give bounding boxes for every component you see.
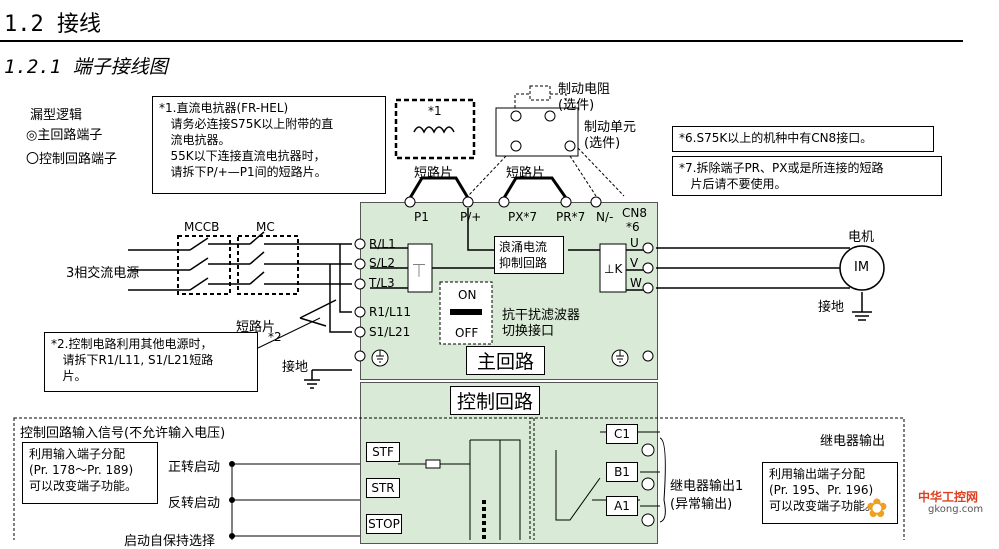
terminal-pplus: P/+ [460, 210, 482, 224]
terminal-b1: B1 [606, 462, 638, 482]
relay-output-title: 继电器输出 [820, 434, 886, 449]
brake-unit-box [495, 107, 579, 157]
legend-control-terminal: 〇控制回路端子 [26, 152, 118, 167]
motor-label: 电机 [848, 230, 875, 245]
reverse-start-label: 反转启动 [168, 496, 221, 511]
rectifier-block [407, 243, 433, 293]
mccb-box [177, 235, 231, 295]
watermark-brand: 中华工控网 [918, 490, 979, 504]
emc-label: 抗干扰滤波器 切换接口 [502, 308, 581, 339]
watermark-logo-icon: ✿ [866, 494, 888, 524]
section-title: 1.2 接线 [4, 12, 101, 37]
brake-resistor-label: 制动电阻 (选件) [558, 82, 611, 113]
motor-symbol [839, 245, 885, 291]
control-input-title: 控制回路输入信号(不允许输入电压) [20, 422, 226, 441]
control-input-region [13, 417, 535, 540]
short-bar-label-2: 短路片 [506, 166, 546, 181]
inverter-glyph: ⊥K [604, 262, 623, 276]
terminal-p1: P1 [414, 210, 429, 224]
power-label: 3相交流电源 [66, 266, 140, 281]
section-rule [0, 40, 963, 42]
terminal-w: W [630, 276, 642, 290]
emc-off-label: OFF [455, 326, 479, 340]
terminal-str: STR [366, 478, 400, 498]
note-7: *7.拆除端子PR、PX或是所连接的短路 片后请不要使用。 [672, 156, 942, 196]
terminal-u: U [630, 236, 639, 250]
emc-on-label: ON [458, 288, 477, 302]
dc-reactor-box [394, 98, 476, 160]
terminal-a1: A1 [606, 496, 638, 516]
watermark-url: gkong.com [928, 504, 984, 515]
mccb-label: MCCB [184, 220, 220, 234]
dc-reactor-coil [413, 126, 455, 134]
terminal-stop: STOP [366, 514, 402, 534]
mc-box [237, 235, 299, 295]
inverter-block [599, 243, 627, 293]
terminal-nminus: N/- [596, 210, 614, 224]
mc-label: MC [256, 220, 275, 234]
ground-left-label: 接地 [282, 360, 309, 375]
terminal-r1: R1/L11 [369, 305, 411, 319]
cn8-tag: *6 [626, 220, 640, 234]
terminal-s: S/L2 [369, 256, 395, 270]
short-bar-label-3: 短路片 [236, 320, 276, 335]
brake-resistor-symbol [529, 85, 551, 101]
cn8-label: CN8 [622, 206, 647, 220]
terminal-s1: S1/L21 [369, 325, 411, 339]
short-bar-p1 [408, 176, 470, 199]
note-1-tag: *1 [428, 104, 442, 118]
terminal-r: R/L1 [369, 237, 396, 251]
terminal-pr: PR*7 [556, 210, 586, 224]
terminal-px: PX*7 [508, 210, 538, 224]
note-1: *1.直流电抗器(FR-HEL) 请务必连接S75K以上附带的直 流电抗器。 5… [152, 96, 386, 194]
note-2-tag: *2 [268, 330, 282, 344]
short-bar-px [502, 176, 568, 199]
relay-output-region [529, 417, 905, 540]
note-2: *2.控制电路利用其他电源时， 请拆下R1/L11, S1/L21短路 片。 [44, 332, 258, 392]
terminal-c1: C1 [606, 424, 638, 444]
terminal-stf: STF [366, 442, 400, 462]
subsection-title: 1.2.1 端子接线图 [4, 56, 168, 78]
output-assign-note: 利用输出端子分配 (Pr. 195、Pr. 196) 可以改变端子功能。 [762, 462, 898, 524]
short-bar-label-1: 短路片 [414, 166, 454, 181]
ground-right-label: 接地 [818, 300, 845, 315]
control-circuit-title: 控制回路 [450, 386, 541, 415]
relay-output-1-label: 继电器输出1 (异常输出) [670, 479, 744, 512]
terminal-v: V [630, 256, 639, 270]
inrush-circuit: 浪涌电流 抑制回路 [494, 236, 564, 274]
input-assign-note: 利用输入端子分配 (Pr. 178～Pr. 189) 可以改变端子功能。 [22, 442, 158, 504]
legend-title: 漏型逻辑 [30, 108, 83, 123]
terminal-t: T/L3 [369, 276, 395, 290]
legend-main-terminal: ◎主回路端子 [26, 128, 103, 143]
main-circuit-title: 主回路 [466, 346, 546, 375]
forward-start-label: 正转启动 [168, 460, 221, 475]
rectifier-glyph: ⏉ [413, 264, 426, 278]
note-6: *6.S75K以上的机种中有CN8接口。 [672, 126, 934, 152]
brake-unit-label: 制动单元 (选件) [584, 120, 637, 151]
motor-symbol-text: IM [854, 260, 870, 275]
